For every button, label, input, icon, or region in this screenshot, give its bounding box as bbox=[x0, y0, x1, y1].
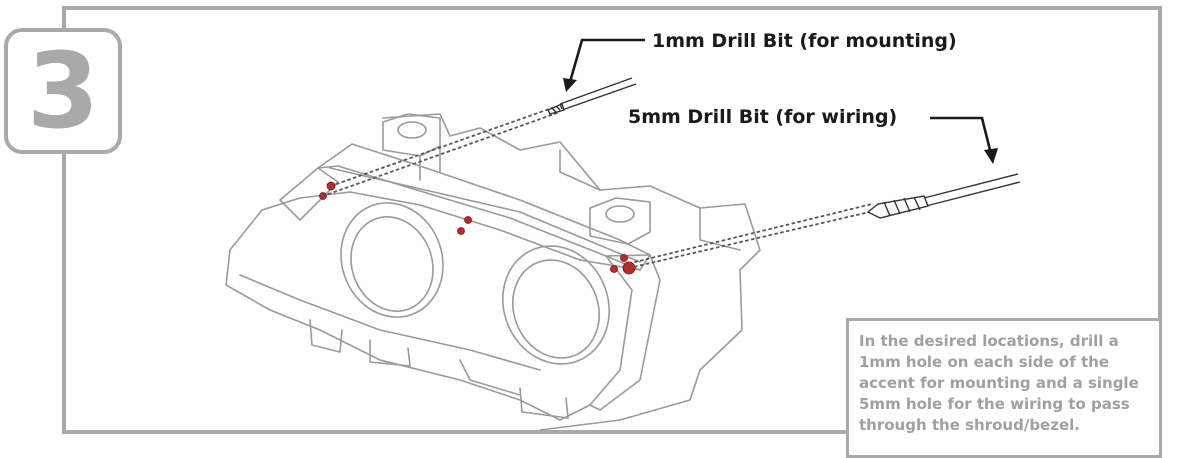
arrowhead-1mm bbox=[563, 78, 577, 92]
lower-tab-3 bbox=[519, 387, 569, 419]
hole-right-small-2 bbox=[610, 265, 618, 273]
lens-ring-left bbox=[340, 202, 444, 318]
arrowheads bbox=[563, 78, 998, 164]
drill-bit-1mm bbox=[547, 77, 637, 115]
hole-mount-center-lower bbox=[457, 227, 465, 235]
drill-bit-5mm bbox=[866, 173, 1021, 219]
headlight-front-outline bbox=[279, 167, 339, 221]
instruction-note-text: In the desired locations, drill a 1mm ho… bbox=[859, 332, 1139, 434]
step-badge: 3 bbox=[4, 28, 122, 154]
mount-tab-right bbox=[589, 197, 651, 245]
instruction-note: In the desired locations, drill a 1mm ho… bbox=[846, 318, 1162, 458]
guide-lines bbox=[322, 107, 879, 269]
mount-hole-left bbox=[397, 121, 427, 139]
lens-ring-right bbox=[502, 245, 610, 365]
hole-mount-center-upper bbox=[464, 216, 472, 224]
arrow-5mm-line bbox=[930, 116, 992, 151]
hole-right-small-1 bbox=[620, 254, 628, 262]
arrowhead-5mm bbox=[984, 148, 998, 164]
callout-arrows bbox=[568, 38, 992, 151]
diagram-frame bbox=[62, 6, 1162, 434]
step-number: 3 bbox=[26, 30, 100, 152]
mount-hole-right bbox=[605, 205, 635, 223]
lower-tab-1 bbox=[309, 319, 343, 353]
label-5mm-drill-bit: 5mm Drill Bit (for wiring) bbox=[628, 106, 898, 128]
label-1mm-drill-bit: 1mm Drill Bit (for mounting) bbox=[652, 30, 957, 52]
mount-tab-left bbox=[382, 113, 441, 157]
lower-tab-2 bbox=[369, 339, 411, 367]
arrow-1mm-line bbox=[568, 38, 645, 83]
bezel-corner bbox=[589, 254, 661, 411]
